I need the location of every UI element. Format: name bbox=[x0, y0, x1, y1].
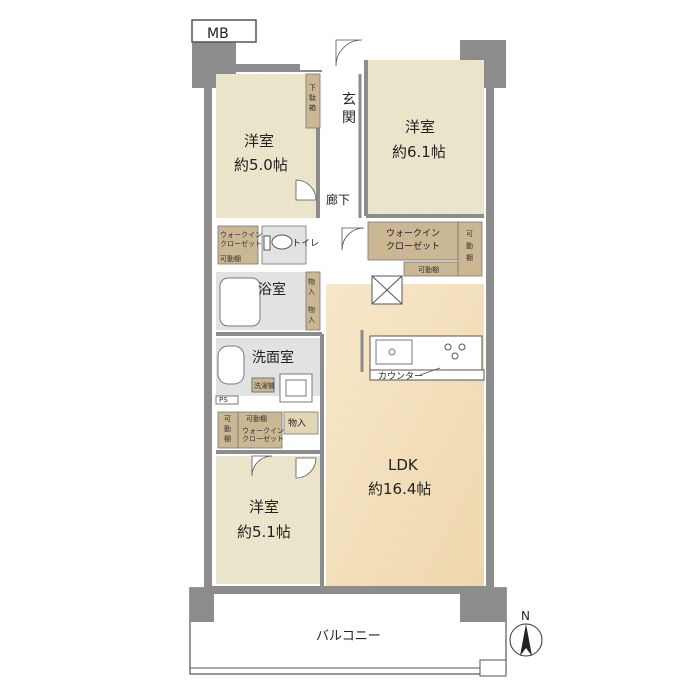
storage-v4: 入 bbox=[308, 316, 315, 324]
storage-v2: 入 bbox=[308, 288, 315, 296]
western-room-2 bbox=[366, 60, 484, 216]
room2-size: 約6.1帖 bbox=[392, 143, 446, 161]
counter-label: カウンター bbox=[378, 371, 423, 382]
room1-name: 洋室 bbox=[244, 132, 274, 150]
room2-name: 洋室 bbox=[405, 118, 435, 136]
ldk-size: 約16.4帖 bbox=[368, 480, 431, 498]
movable-small-label: 可動棚 bbox=[220, 254, 241, 263]
walkin-small2-line1: ウォークイン bbox=[242, 427, 284, 435]
mshelf-v3: 棚 bbox=[224, 434, 231, 443]
mshelf-v1: 可 bbox=[224, 415, 231, 423]
movable-shelf bbox=[403, 261, 459, 277]
ps-label: PS bbox=[219, 396, 228, 404]
walkin-closet-small-1 bbox=[217, 225, 259, 265]
shoe-1: 下 bbox=[309, 84, 316, 92]
walkin-large-line1: ウォークイン bbox=[386, 228, 440, 239]
vshelf-3: 棚 bbox=[466, 253, 473, 262]
north-arrow: N bbox=[509, 609, 543, 657]
storage-v3: 物 bbox=[308, 305, 315, 314]
bathroom-label: 浴室 bbox=[258, 281, 286, 298]
storage-vertical bbox=[305, 271, 321, 331]
toilet-label: トイレ bbox=[292, 239, 319, 249]
mb-box: MB bbox=[191, 19, 257, 43]
north-label: N bbox=[521, 609, 530, 623]
entrance-label-2: 関 bbox=[342, 110, 356, 126]
walkin-closet-large bbox=[367, 221, 459, 261]
movable-small2-label: 可動棚 bbox=[246, 414, 267, 423]
shoe-2: 駄 bbox=[309, 93, 316, 102]
outer-walls bbox=[192, 40, 506, 594]
mshelf-v2: 動 bbox=[224, 424, 231, 433]
room1-size: 約5.0帖 bbox=[234, 156, 288, 174]
walkin-large-line2: クローゼット bbox=[386, 240, 440, 252]
vshelf-1: 可 bbox=[466, 230, 473, 238]
movable-shelf-label: 可動棚 bbox=[418, 265, 439, 274]
entrance-label-1: 玄 bbox=[342, 91, 356, 108]
movable-shelf-vertical bbox=[457, 221, 483, 277]
walkin-small1-line2: クローゼット bbox=[220, 239, 262, 248]
hallway-label: 廊下 bbox=[326, 192, 350, 207]
balcony-label: バルコニー bbox=[316, 629, 381, 644]
washroom-label: 洗面室 bbox=[252, 349, 294, 366]
walkin-small2-line2: クローゼット bbox=[242, 434, 284, 443]
shoe-3: 箱 bbox=[309, 103, 316, 112]
vshelf-2: 動 bbox=[466, 241, 473, 250]
storage-v1: 物 bbox=[308, 277, 315, 286]
balcony-area bbox=[189, 587, 507, 677]
room3-size: 約5.1帖 bbox=[237, 523, 291, 541]
room3-name: 洋室 bbox=[249, 498, 279, 516]
walkin-closet-small-2 bbox=[237, 411, 283, 449]
ldk-area bbox=[326, 284, 484, 586]
shoe-storage bbox=[305, 73, 321, 129]
ldk-name: LDK bbox=[388, 456, 419, 474]
mb-label: MB bbox=[207, 26, 229, 42]
walkin-small1-line1: ウォークイン bbox=[220, 231, 262, 239]
storage bbox=[283, 411, 319, 435]
washing-label: 洗濯機 bbox=[254, 381, 275, 390]
storage-label: 物入 bbox=[288, 417, 306, 429]
